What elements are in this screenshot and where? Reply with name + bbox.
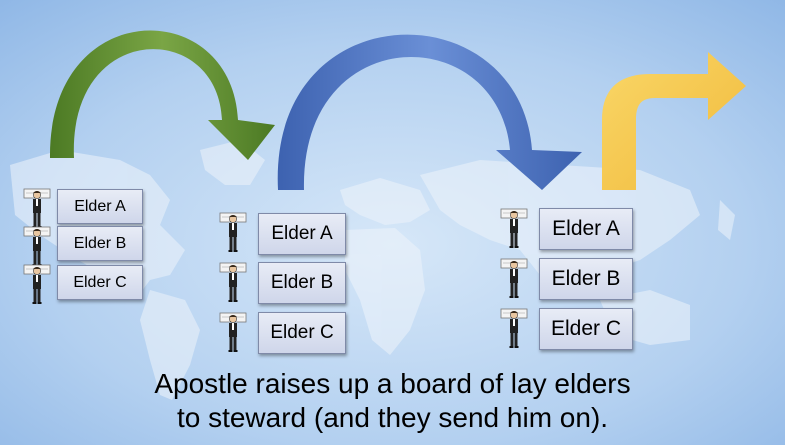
group-1-elder-c: Elder C: [57, 265, 143, 300]
blue-arc-arrow: [277, 34, 582, 190]
group-3-elder-b: Elder B: [539, 258, 633, 300]
group-3-elder-c: Elder C: [539, 308, 633, 350]
caption-line-1: Apostle raises up a board of lay elders: [154, 368, 631, 399]
elder-figure-icon: [499, 256, 529, 300]
elder-figure-icon: [499, 206, 529, 250]
group-1-elder-b: Elder B: [57, 226, 143, 261]
caption: Apostle raises up a board of lay elders …: [0, 367, 785, 435]
green-arc-arrow: [49, 30, 276, 161]
caption-line-2: to steward (and they send him on).: [176, 402, 609, 433]
yellow-turn-arrow: [602, 52, 746, 190]
group-2-elder-c: Elder C: [258, 312, 346, 354]
group-1-elder-a: Elder A: [57, 189, 143, 224]
group-2-elder-b: Elder B: [258, 262, 346, 304]
world-map: [10, 140, 735, 400]
elder-figure-icon: [499, 306, 529, 350]
group-2-elder-a: Elder A: [258, 213, 346, 255]
group-3-elder-a: Elder A: [539, 208, 633, 250]
elder-figure-icon: [218, 210, 248, 254]
elder-figure-icon: [22, 224, 52, 268]
elder-figure-icon: [218, 260, 248, 304]
elder-figure-icon: [218, 310, 248, 354]
elder-figure-icon: [22, 262, 52, 306]
